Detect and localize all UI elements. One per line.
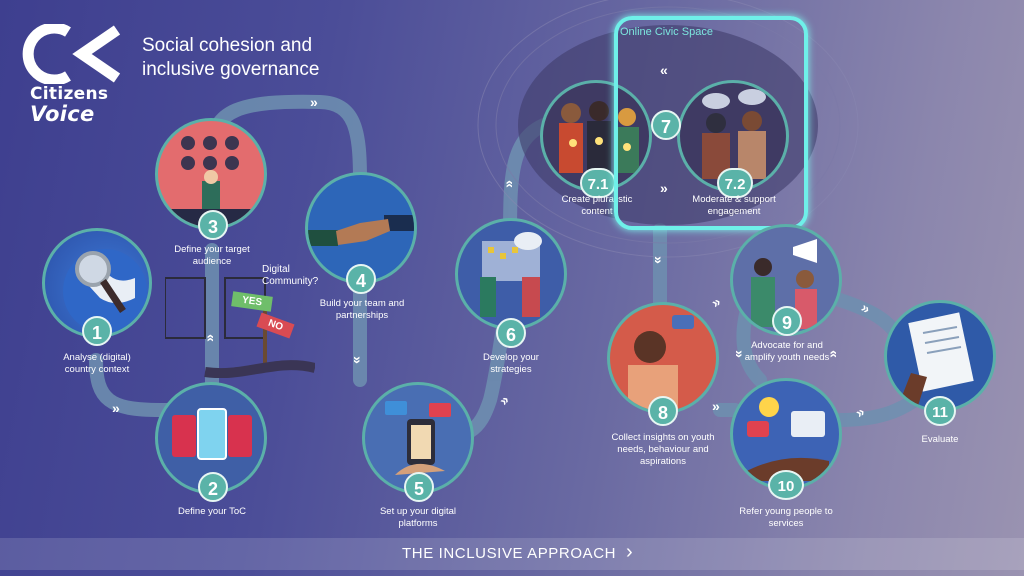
step-7-2-badge: 7.2 [717,168,753,198]
step-4-label: Build your team and partnerships [319,298,405,321]
citizens-voice-logo-icon [22,24,121,84]
step-11-label: Evaluate [921,434,959,445]
step-5-badge: 5 [404,472,434,502]
online-civic-space-highlight [614,16,808,230]
phones-icon [172,408,252,460]
chevron-left-icon: « [660,62,668,78]
step-5-label: Set up your digital platforms [379,506,457,529]
people-lightbulbs-icon [559,101,639,173]
step-6-illustration [455,218,567,330]
chevron-up-icon: » [823,350,840,358]
step-10-badge: 10 [768,470,804,500]
step-2-badge: 2 [198,472,228,502]
step-7-2-label: Moderate & support engagement [692,194,776,217]
step-1-illustration [42,228,152,338]
chevron-down-icon: » [349,356,366,364]
step-3-label: Define your target audience [174,244,250,267]
step-7-badge: 7 [651,110,681,140]
step-5-illustration [362,382,474,494]
step-11-badge: 11 [924,396,956,426]
step-10-label: Refer young people to services [739,506,833,529]
chevron-down-icon: » [731,350,748,358]
services-hand-icon [743,397,829,481]
footer-title: THE INCLUSIVE APPROACH [402,545,617,562]
chevron-up-icon: » [499,180,516,188]
logo-line1: Citizens [30,84,109,104]
chevron-right-icon: › [626,541,633,563]
logo-line2: Voice [30,102,95,126]
step-8-illustration [607,302,719,414]
globe-magnifier-icon [63,249,147,333]
tagline: Social cohesion and inclusive governance [142,35,320,80]
chevron-right-icon: » [310,94,318,110]
step-3-badge: 3 [198,210,228,240]
step-2-label: Define your ToC [178,506,246,517]
step-6-label: Develop your strategies [483,352,539,375]
step-8-badge: 8 [648,396,678,426]
step-4-badge: 4 [346,264,376,294]
chevron-right-icon: » [712,398,720,414]
chevron-right-icon: » [660,180,668,196]
footer-bar [0,538,1024,570]
evaluation-document-icon [897,312,974,409]
logo-wordmark: Citizens Voice [30,84,109,126]
strategy-board-icon [480,232,542,317]
step-7-1-label: Create pluralistic content [561,194,633,217]
handshake-icon [308,215,414,246]
chevron-up-icon: » [200,334,217,342]
step-11-illustration [884,300,996,412]
step-6-badge: 6 [496,318,526,348]
signpost-question: Digital Community? [262,264,319,287]
step-9-badge: 9 [772,306,802,336]
step-2-illustration [155,382,267,494]
chevron-down-icon: » [650,256,667,264]
step-8-label: Collect insights on youth needs, behavio… [611,432,715,467]
step-1-label: Analyse (digital) country context [63,352,131,375]
smartphone-hand-icon [385,401,451,475]
step-9-label: Advocate for and amplify youth needs [744,340,830,363]
civic-space-title: Online Civic Space [620,26,713,38]
step-3-illustration [155,118,267,230]
step-1-badge: 1 [82,316,112,346]
chevron-right-icon: » [112,400,120,416]
